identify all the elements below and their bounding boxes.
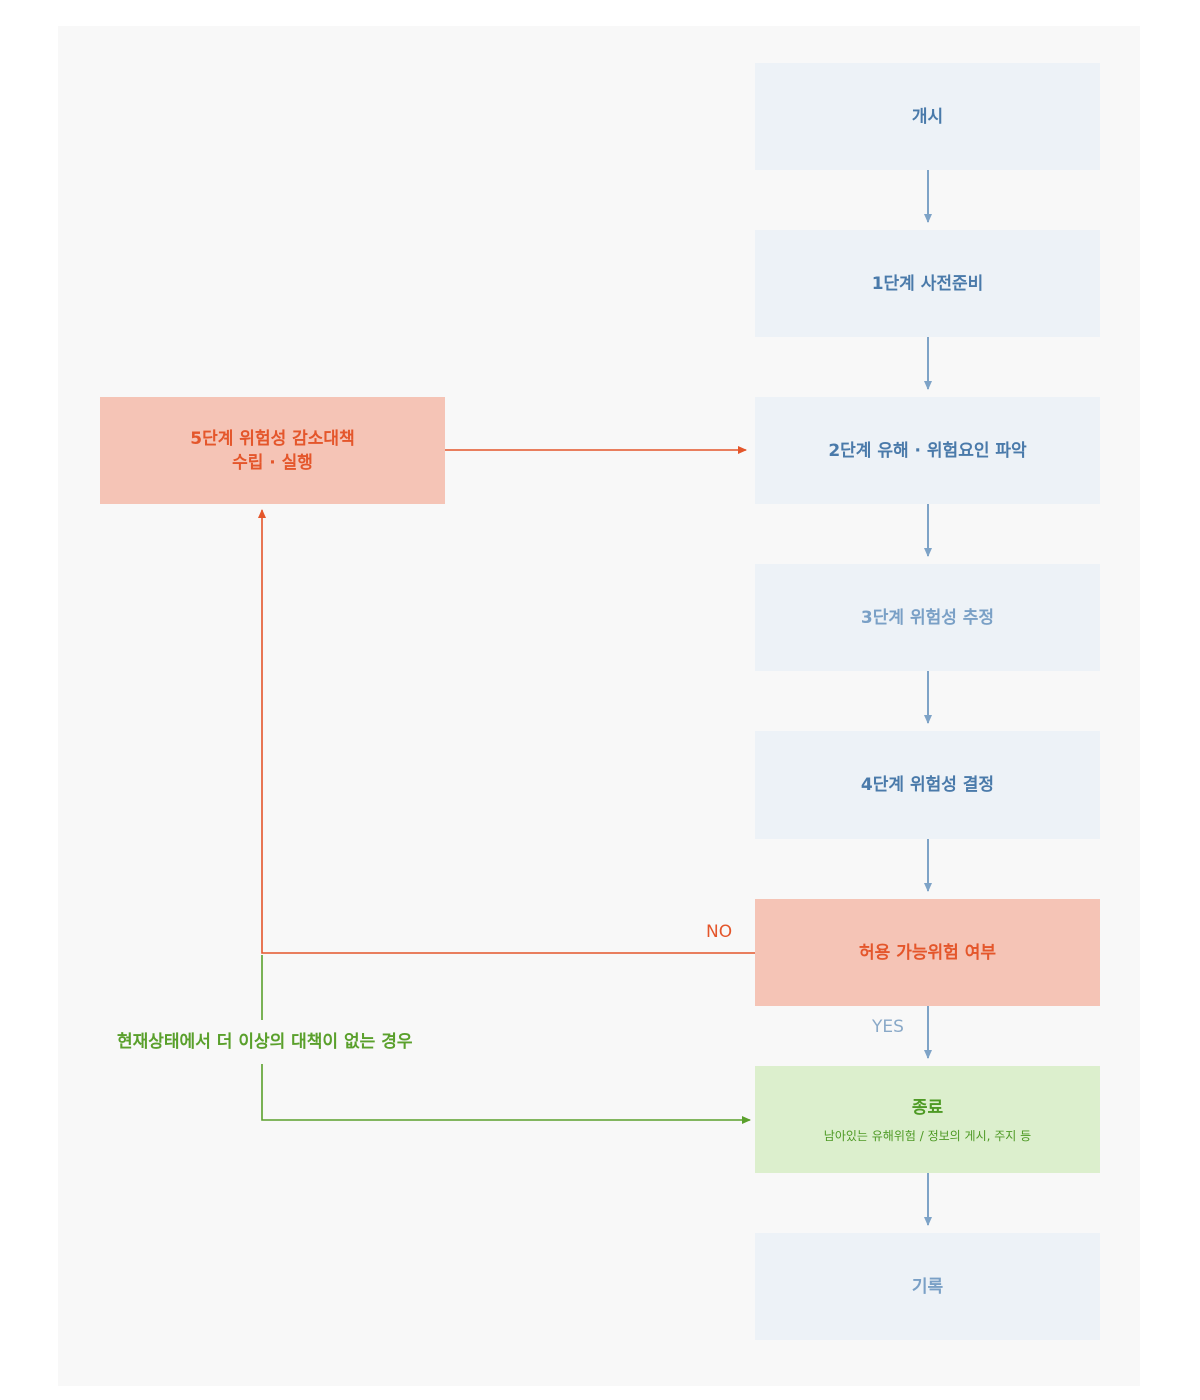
step-2-label: 2단계 유해 · 위험요인 파악: [828, 440, 1027, 461]
step-3-risk-estimation: 3단계 위험성 추정: [755, 564, 1100, 671]
step-end: 종료 남아있는 유해위험 / 정보의 게시, 주지 등: [755, 1066, 1100, 1173]
record-label: 기록: [911, 1276, 944, 1297]
step-5-label-line2: 수립 · 실행: [232, 452, 313, 473]
step-start-label: 개시: [911, 106, 944, 127]
step-4-label: 4단계 위험성 결정: [860, 775, 995, 795]
end-title: 종료: [911, 1097, 944, 1118]
end-subtitle: 남아있는 유해위험 / 정보의 게시, 주지 등: [823, 1128, 1032, 1143]
arrow-decision-no-to-step5: [258, 509, 755, 954]
step-start: 개시: [755, 63, 1100, 170]
arrow-no-measures-to-end: [261, 1064, 751, 1124]
step-1-preparation: 1단계 사전준비: [755, 230, 1100, 337]
no-more-measures-label: 현재상태에서 더 이상의 대책이 없는 경우: [117, 1032, 413, 1052]
step-1-label: 1단계 사전준비: [871, 273, 984, 294]
step-4-risk-determination: 4단계 위험성 결정: [755, 731, 1100, 839]
step-5-risk-reduction: 5단계 위험성 감소대책 수립 · 실행: [100, 397, 445, 504]
step-2-hazard-identification: 2단계 유해 · 위험요인 파악: [755, 397, 1100, 504]
decision-acceptable-risk: 허용 가능위험 여부: [755, 899, 1100, 1006]
decision-label: 허용 가능위험 여부: [859, 942, 996, 963]
step-3-label: 3단계 위험성 추정: [860, 607, 995, 628]
step-record: 기록: [755, 1233, 1100, 1340]
no-label: NO: [706, 922, 733, 942]
yes-label: YES: [872, 1017, 904, 1037]
step-5-label-line1: 5단계 위험성 감소대책: [190, 428, 355, 449]
